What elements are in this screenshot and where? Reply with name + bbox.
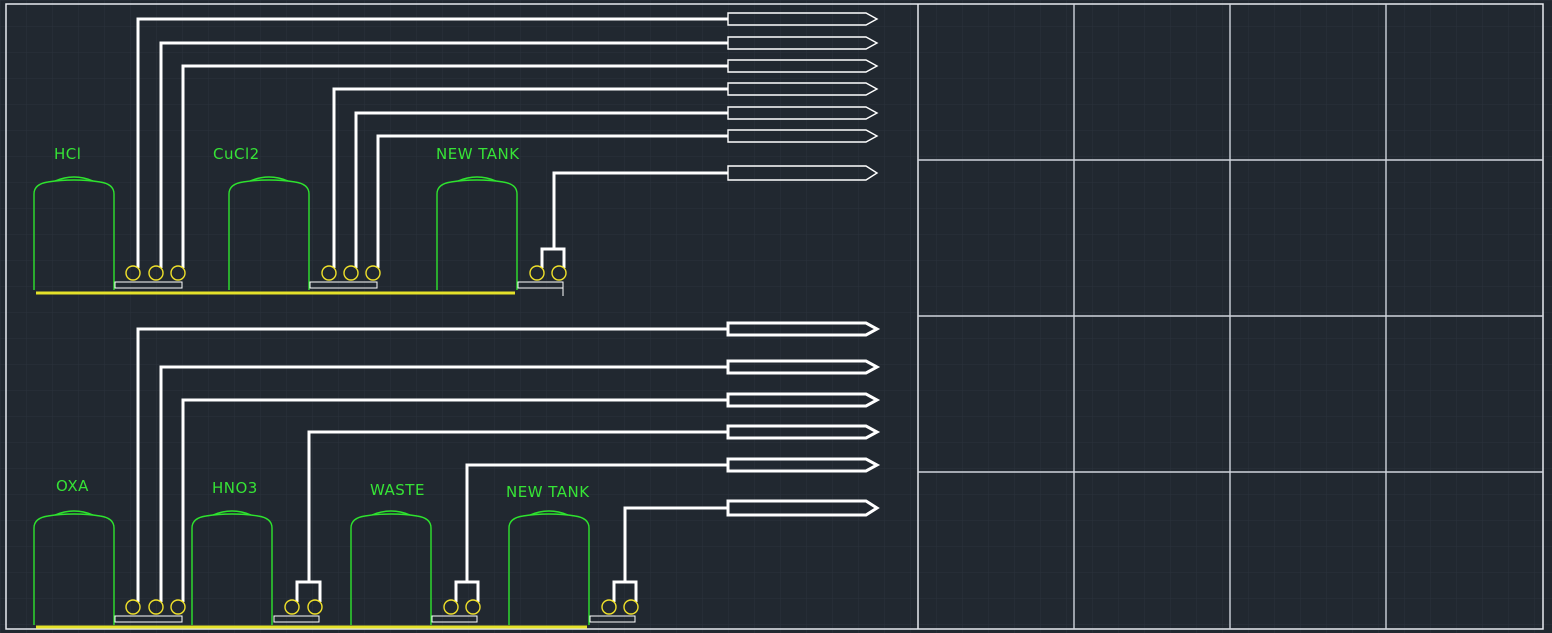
pump-symbol — [125, 599, 141, 615]
pipe-arrow-head — [727, 106, 879, 120]
pipe-line — [159, 41, 728, 268]
pump-group-waste — [431, 599, 481, 623]
tank-label: CuCl2 — [213, 145, 260, 163]
pipe-line — [159, 365, 728, 602]
pipe-arrow-head — [726, 321, 881, 337]
pump-group-new-upper — [517, 265, 567, 296]
tank-label: HCl — [54, 145, 81, 163]
pipe-arrow-head — [726, 499, 880, 517]
tank-label: NEW TANK — [506, 483, 590, 501]
tank-label: WASTE — [370, 481, 425, 499]
pump-symbol — [601, 599, 617, 615]
pump-symbol — [125, 265, 141, 281]
tank-label: OXA — [56, 477, 89, 495]
title-table-grid — [918, 4, 1543, 629]
pump-symbol — [443, 599, 459, 615]
pump-skid — [114, 615, 183, 623]
tank-hno3: HNO3 — [191, 479, 273, 625]
tank-lid — [457, 176, 497, 182]
pipe-line — [552, 171, 728, 248]
pump-symbol — [343, 265, 359, 281]
pump-skid — [517, 281, 564, 289]
tank-body — [228, 179, 310, 290]
pipe-line — [376, 134, 728, 268]
tank-label: NEW TANK — [436, 145, 520, 163]
pipe-line — [181, 64, 728, 268]
lower-row-pipes — [136, 327, 728, 602]
pump-symbol — [170, 265, 186, 281]
pump-manifold — [454, 580, 480, 602]
pump-symbol — [307, 599, 323, 615]
pump-group-oxa — [114, 599, 186, 623]
tank-lid — [371, 510, 411, 516]
lower-row-arrows — [726, 321, 881, 517]
pump-symbol — [365, 265, 381, 281]
pump-group-new-lower — [589, 599, 639, 623]
tank-body — [33, 179, 115, 290]
pump-manifold — [540, 247, 566, 268]
tank-lid — [529, 510, 569, 516]
tank-new-upper: NEW TANK — [436, 145, 520, 290]
tank-new-lower: NEW TANK — [506, 483, 590, 625]
tank-body — [436, 179, 518, 290]
pump-skid — [431, 615, 478, 623]
tank-body — [33, 513, 115, 625]
pump-symbol — [623, 599, 639, 615]
pump-skid — [309, 281, 378, 289]
pump-group-cucl2 — [309, 265, 381, 289]
pipe-line — [136, 17, 728, 268]
upper-row-arrows — [727, 12, 879, 181]
pump-symbol — [284, 599, 300, 615]
pipe-arrow-head — [727, 12, 879, 26]
pump-symbol — [148, 265, 164, 281]
tank-lid — [249, 176, 289, 182]
tank-lid — [212, 510, 252, 516]
tank-waste: WASTE — [350, 481, 432, 625]
pump-group-hcl — [114, 265, 186, 289]
pump-symbol — [465, 599, 481, 615]
pump-symbol — [529, 265, 545, 281]
tank-hcl: HCl — [33, 145, 115, 290]
pipe-arrow-head — [726, 392, 881, 408]
pump-skid — [114, 281, 183, 289]
tank-cucl2: CuCl2 — [213, 145, 310, 290]
pump-manifold — [295, 580, 322, 602]
pipe-line — [181, 398, 728, 602]
pipe-line — [354, 111, 728, 268]
pump-symbol — [321, 265, 337, 281]
tank-oxa: OXA — [33, 477, 115, 625]
tank-body — [191, 513, 273, 625]
pipe-arrow-head — [727, 82, 879, 96]
tank-label: HNO3 — [212, 479, 258, 497]
pipe-line — [332, 87, 728, 268]
pump-manifold — [612, 580, 638, 602]
pipe-line — [623, 506, 728, 582]
pump-skid — [589, 615, 636, 623]
tank-body — [508, 513, 590, 625]
tank-lid — [54, 176, 94, 182]
pipe-line — [307, 430, 728, 582]
pipe-arrow-head — [726, 359, 881, 375]
pump-group-hno3 — [273, 599, 323, 623]
pipe-arrow-head — [727, 165, 879, 181]
pump-symbol — [148, 599, 164, 615]
pump-skid — [273, 615, 320, 623]
tank-lid — [54, 510, 94, 516]
tank-body — [350, 513, 432, 625]
pump-symbol — [170, 599, 186, 615]
pipe-arrow-head — [727, 129, 879, 143]
pipe-arrow-head — [726, 457, 881, 473]
upper-row-pipes — [136, 17, 728, 268]
pipe-arrow-head — [727, 59, 879, 73]
pipe-arrow-head — [727, 36, 879, 50]
pipe-arrow-head — [726, 424, 881, 440]
pipe-line — [136, 327, 728, 602]
pipe-line — [465, 463, 728, 582]
pump-symbol — [551, 265, 567, 281]
